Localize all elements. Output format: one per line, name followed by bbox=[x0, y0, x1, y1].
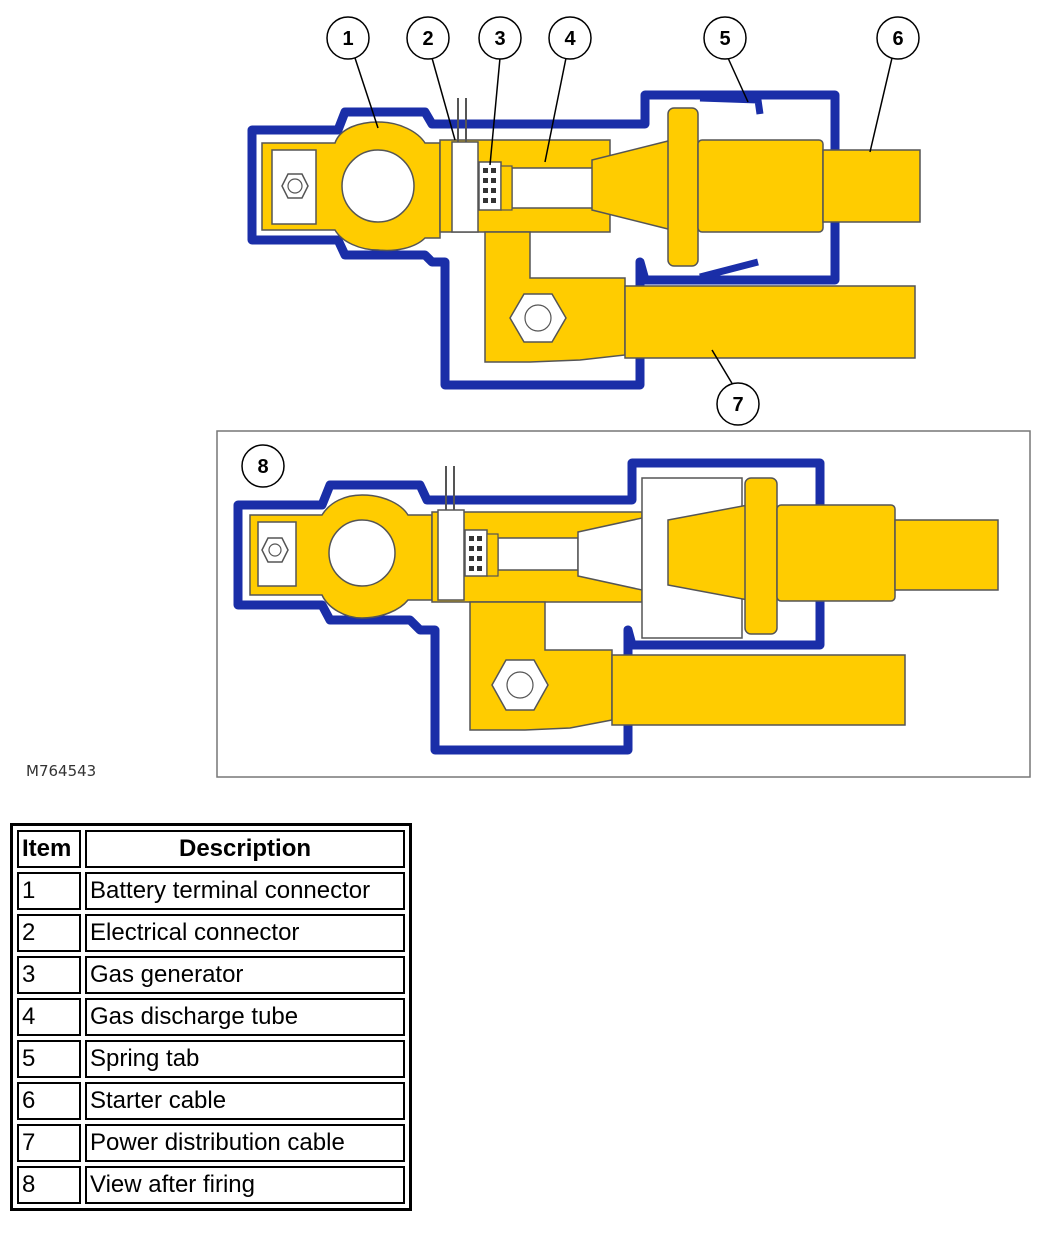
description-header: Description bbox=[85, 830, 405, 868]
terminal-housing bbox=[247, 90, 840, 390]
item-number: 6 bbox=[17, 1082, 81, 1120]
callouts bbox=[354, 57, 893, 386]
item-number: 1 bbox=[17, 872, 81, 910]
item-header: Item bbox=[17, 830, 81, 868]
starter-cable bbox=[822, 149, 921, 223]
view-after-firing bbox=[233, 458, 999, 755]
spring-tab-upper bbox=[699, 94, 764, 115]
svg-text:6: 6 bbox=[892, 28, 903, 50]
power-distribution-cable bbox=[624, 285, 916, 359]
terminal-housing-fired bbox=[233, 458, 825, 755]
item-number: 4 bbox=[17, 998, 81, 1036]
item-number: 3 bbox=[17, 956, 81, 994]
svg-text:1: 1 bbox=[342, 28, 353, 50]
spring-tab-lower bbox=[699, 258, 759, 281]
item-description: Battery terminal connector bbox=[85, 872, 405, 910]
table-row: 7 Power distribution cable bbox=[17, 1124, 405, 1162]
callout-1: 1 bbox=[326, 16, 370, 60]
item-description: Electrical connector bbox=[85, 914, 405, 952]
callout-6: 6 bbox=[876, 16, 920, 60]
svg-text:8: 8 bbox=[257, 456, 268, 478]
svg-text:5: 5 bbox=[719, 28, 730, 50]
gas-generator bbox=[478, 161, 502, 211]
battery-terminal-diagram: 1 2 3 4 5 6 7 8 M764543 bbox=[26, 16, 1031, 780]
item-description: Spring tab bbox=[85, 1040, 405, 1078]
item-description: View after firing bbox=[85, 1166, 405, 1204]
power-distribution-cable-fired bbox=[611, 654, 906, 726]
svg-text:2: 2 bbox=[422, 28, 433, 50]
item-number: 7 bbox=[17, 1124, 81, 1162]
table-row: 6 Starter cable bbox=[17, 1082, 405, 1120]
piston-flange bbox=[667, 107, 699, 267]
starter-cable-fired bbox=[894, 519, 999, 591]
table-row: 2 Electrical connector bbox=[17, 914, 405, 952]
legend-table: Item Description 1 Battery terminal conn… bbox=[10, 823, 412, 1211]
callout-8: 8 bbox=[241, 444, 285, 488]
svg-text:4: 4 bbox=[564, 28, 576, 50]
table-row: 5 Spring tab bbox=[17, 1040, 405, 1078]
item-number: 5 bbox=[17, 1040, 81, 1078]
tube-cone-fired bbox=[667, 504, 749, 601]
view-after-firing-frame bbox=[216, 430, 1031, 778]
item-description: Starter cable bbox=[85, 1082, 405, 1120]
table-row: 8 View after firing bbox=[17, 1166, 405, 1204]
piston-body bbox=[697, 139, 824, 233]
callout-5: 5 bbox=[703, 16, 747, 60]
table-row: 3 Gas generator bbox=[17, 956, 405, 994]
item-description: Gas discharge tube bbox=[85, 998, 405, 1036]
item-number: 2 bbox=[17, 914, 81, 952]
electrical-connector bbox=[451, 141, 479, 233]
view-before-firing bbox=[247, 90, 921, 390]
table-row: 4 Gas discharge tube bbox=[17, 998, 405, 1036]
callout-3: 3 bbox=[478, 16, 522, 60]
gas-discharge-tube bbox=[511, 167, 595, 209]
item-description: Power distribution cable bbox=[85, 1124, 405, 1162]
item-number: 8 bbox=[17, 1166, 81, 1204]
item-description: Gas generator bbox=[85, 956, 405, 994]
clamp-nut bbox=[281, 173, 309, 199]
figure-id: M764543 bbox=[26, 762, 96, 780]
clamp-post-hole bbox=[341, 149, 415, 223]
distribution-terminal bbox=[484, 231, 626, 363]
legend-header-row: Item Description bbox=[17, 830, 405, 868]
svg-text:3: 3 bbox=[494, 28, 505, 50]
callout-2: 2 bbox=[406, 16, 450, 60]
table-row: 1 Battery terminal connector bbox=[17, 872, 405, 910]
piston-flange-fired bbox=[744, 477, 778, 635]
svg-text:7: 7 bbox=[732, 394, 743, 416]
callout-7: 7 bbox=[716, 382, 760, 426]
callout-4: 4 bbox=[548, 16, 592, 60]
